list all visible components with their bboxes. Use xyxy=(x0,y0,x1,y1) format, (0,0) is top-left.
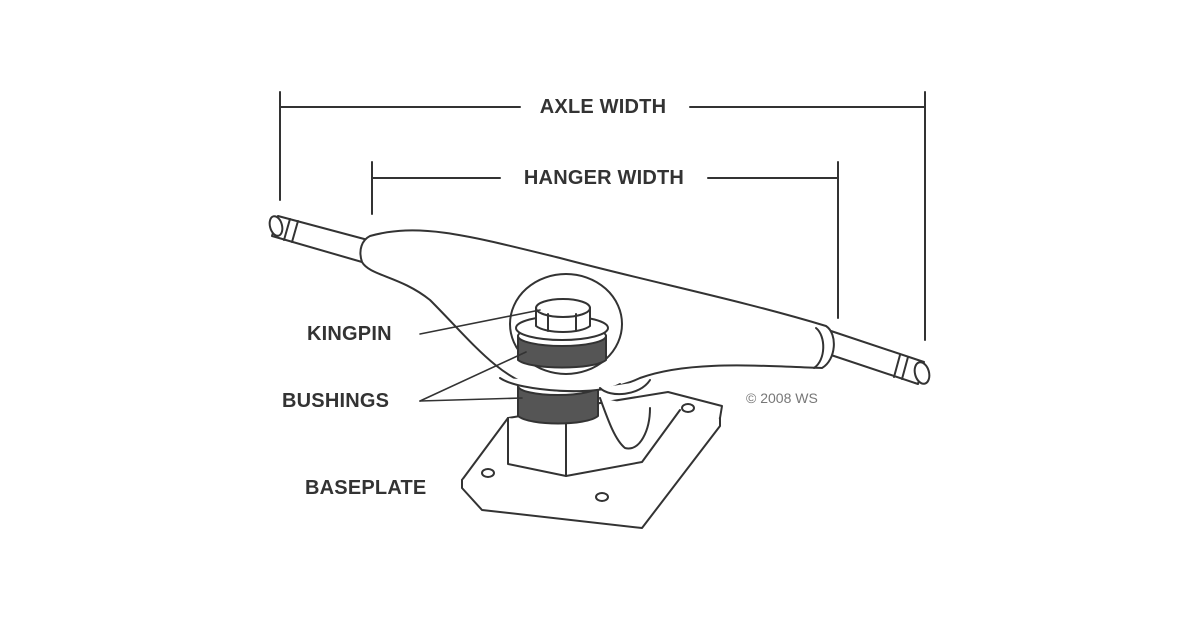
callout-leaders xyxy=(419,309,541,402)
baseplate-label: BASEPLATE xyxy=(305,477,427,499)
kingpin-label: KINGPIN xyxy=(307,323,392,345)
axle-width-dimension xyxy=(279,91,926,341)
kingpin-nut xyxy=(515,298,609,341)
hanger-drawing xyxy=(268,215,931,396)
copyright-notice: © 2008 WS xyxy=(746,390,818,406)
hanger-width-label: HANGER WIDTH xyxy=(517,166,691,190)
baseplate-drawing xyxy=(461,391,723,529)
axle-width-label: AXLE WIDTH xyxy=(533,95,673,119)
bushings-label: BUSHINGS xyxy=(282,390,390,412)
hanger-width-dimension xyxy=(371,161,839,319)
